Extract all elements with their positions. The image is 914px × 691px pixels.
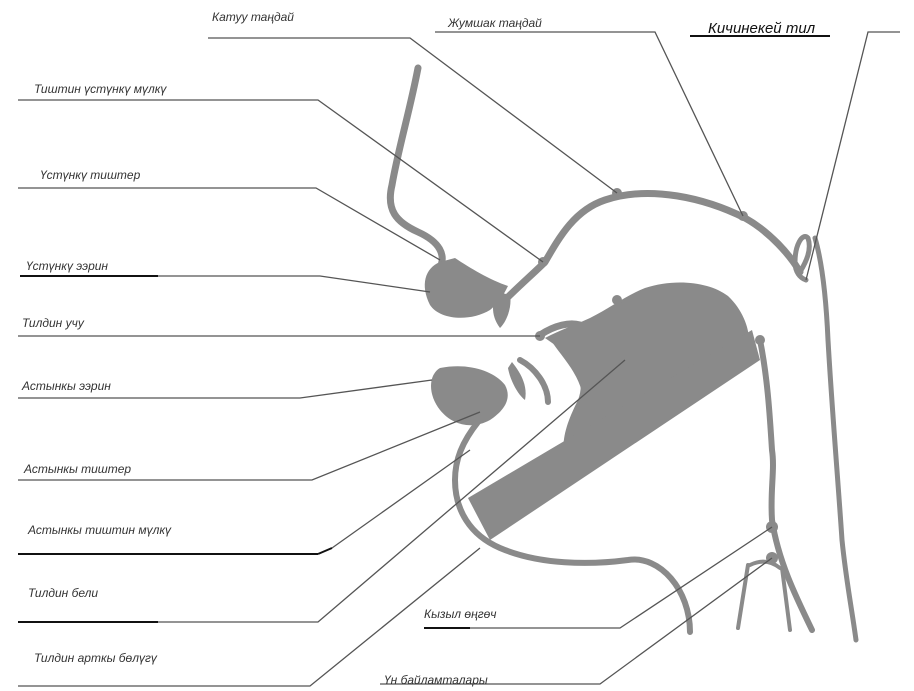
label-upper-teeth: Үстүнкү тиштер xyxy=(40,168,141,182)
label-upper-lip: Үстүнкү ээрин xyxy=(26,259,108,273)
label-soft-palate: Жумшак таңдай xyxy=(447,16,542,30)
lower-tooth-shape xyxy=(508,362,526,400)
label-uvula: Кичинекей тил xyxy=(708,20,816,37)
label-vocal-cords: Үн байламталары xyxy=(384,673,488,687)
label-lower-teeth: Астынкы тиштер xyxy=(23,462,131,476)
label-hard-palate: Катуу таңдай xyxy=(212,10,294,24)
label-lower-alveolar: Астынкы тиштин мүлкү xyxy=(27,523,172,537)
label-tongue-back: Тилдин бели xyxy=(28,586,98,600)
label-tongue-root: Тилдин арткы бөлүгү xyxy=(34,651,158,665)
upper-tooth-shape xyxy=(493,292,511,328)
label-upper-alveolar: Тиштин үстүнкү мүлкү xyxy=(34,82,167,96)
label-larynx: Кызыл өңгөч xyxy=(424,607,497,621)
label-tongue-tip: Тилдин учу xyxy=(22,316,85,330)
leader-lines xyxy=(18,32,900,686)
label-lower-lip: Астынкы ээрин xyxy=(21,379,111,393)
